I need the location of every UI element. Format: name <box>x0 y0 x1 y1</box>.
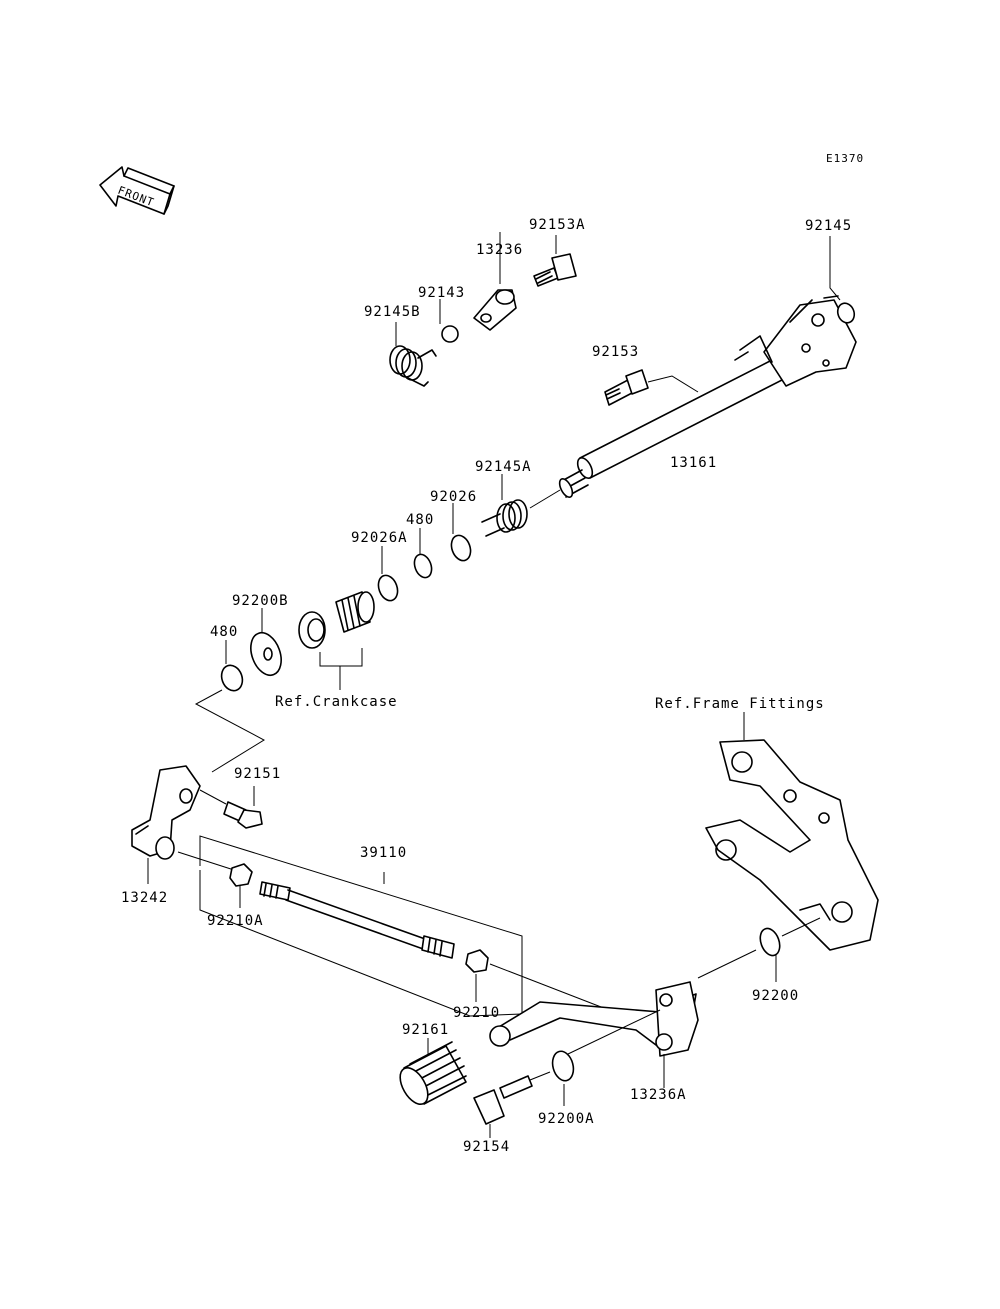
label-92145A: 92145A <box>475 459 532 475</box>
collar-92145 <box>836 302 856 324</box>
frame-bracket <box>705 739 879 951</box>
lever-13242 <box>131 765 201 860</box>
label-92210A: 92210A <box>207 913 264 929</box>
diagram-code: E1370 <box>826 152 864 165</box>
circlip-480-lower <box>220 664 244 692</box>
label-92143: 92143 <box>418 285 465 301</box>
spring-92145B <box>389 345 437 387</box>
label-92161: 92161 <box>402 1022 449 1038</box>
bolt-92151 <box>223 801 263 829</box>
shift-pedal <box>489 981 699 1057</box>
label-13236: 13236 <box>476 242 523 258</box>
label-13161: 13161 <box>670 455 717 471</box>
shift-shaft <box>558 295 857 498</box>
label-92153A: 92153A <box>529 217 586 233</box>
front-arrow-icon: FRONT <box>99 166 175 215</box>
label-39110: 39110 <box>360 845 407 861</box>
label-92026: 92026 <box>430 489 477 505</box>
label-ref-crankcase: Ref.Crankcase <box>275 694 398 710</box>
label-92200A: 92200A <box>538 1111 595 1127</box>
collar-92143 <box>441 325 459 343</box>
label-92210: 92210 <box>453 1005 500 1021</box>
label-92026A: 92026A <box>351 530 408 546</box>
washer-92200 <box>759 927 781 957</box>
label-92200B: 92200B <box>232 593 289 609</box>
label-92200: 92200 <box>752 988 799 1004</box>
label-92151: 92151 <box>234 766 281 782</box>
needle-bearing <box>335 591 375 633</box>
label-13242: 13242 <box>121 890 168 906</box>
washer-92200A <box>551 1050 575 1082</box>
label-480-upper: 480 <box>406 512 434 528</box>
washer-92026A <box>377 574 399 602</box>
lever-13236 <box>473 289 517 331</box>
bolt-92154 <box>473 1075 533 1125</box>
label-92145B: 92145B <box>364 304 421 320</box>
washer-92200B <box>250 631 282 677</box>
label-13236A: 13236A <box>630 1087 687 1103</box>
bolt-92153 <box>604 369 649 406</box>
pedal-rubber-92161 <box>399 1041 467 1105</box>
label-ref-frame-fittings: Ref.Frame Fittings <box>655 696 825 712</box>
label-92153: 92153 <box>592 344 639 360</box>
tie-rod-39110 <box>259 881 455 959</box>
label-92145: 92145 <box>805 218 852 234</box>
oil-seal <box>298 611 326 649</box>
label-92154: 92154 <box>463 1139 510 1155</box>
nut-92210A <box>229 863 253 887</box>
label-480-lower: 480 <box>210 624 238 640</box>
nut-92210 <box>465 949 489 973</box>
washer-92026 <box>450 534 472 562</box>
circlip-480-upper <box>413 553 433 579</box>
spring-92145A <box>481 499 528 537</box>
bolt-92153A <box>533 253 577 287</box>
